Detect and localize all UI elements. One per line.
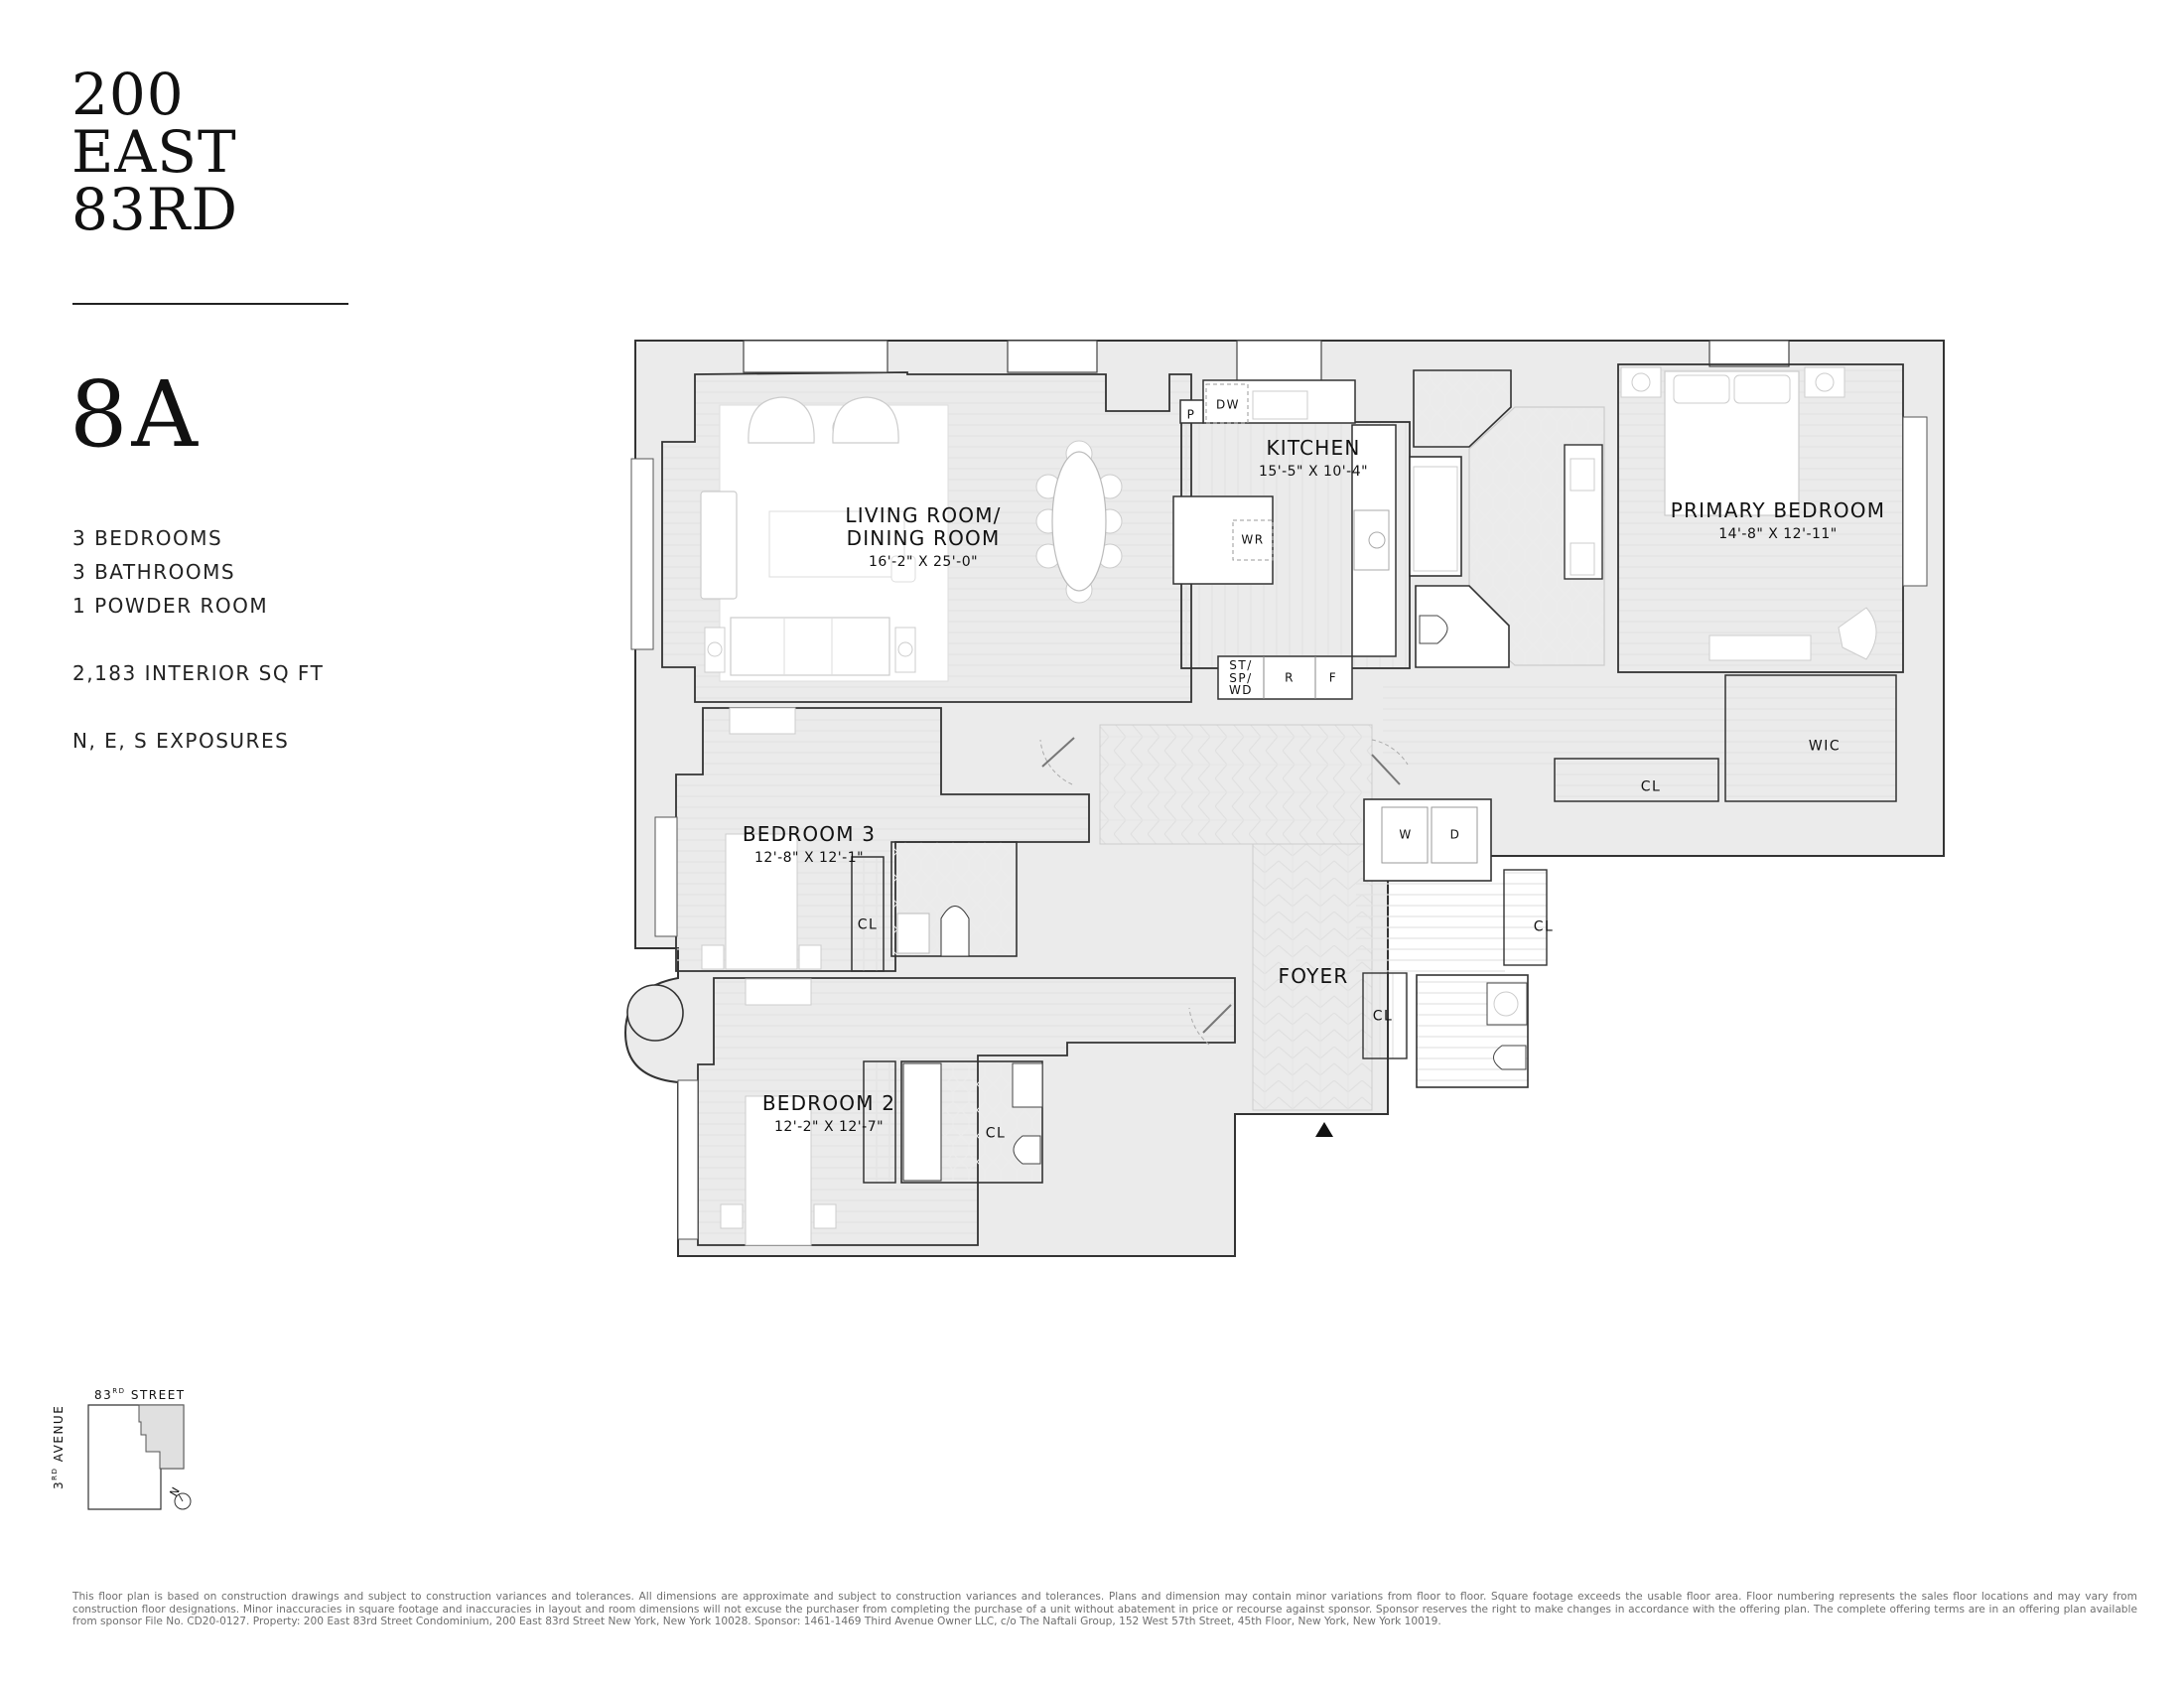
spec-bathrooms: 3 BATHROOMS: [72, 560, 236, 584]
room-dimensions: 14'-8" X 12'-11": [1718, 526, 1838, 542]
legal-disclaimer: This floor plan is based on construction…: [72, 1591, 2137, 1627]
spec-bedrooms: 3 BEDROOMS: [72, 526, 223, 550]
room-name: BEDROOM 2: [761, 1091, 896, 1115]
spec-powder-room: 1 POWDER ROOM: [72, 594, 269, 618]
room-dimensions: 12'-8" X 12'-1": [753, 850, 865, 866]
logo-line-3: 83RD: [71, 176, 238, 243]
room-bedroom-2: BEDROOM 2 12'-2" X 12'-7": [761, 1091, 896, 1136]
room-name: DINING ROOM: [846, 526, 1001, 550]
tag-washer: W: [1399, 827, 1413, 842]
spec-area: 2,183 INTERIOR SQ FT: [72, 661, 325, 685]
room-name: LIVING ROOM/: [845, 503, 1002, 527]
divider-rule: [72, 303, 348, 305]
tag-refrigerator: R: [1285, 670, 1295, 685]
room-name: FOYER: [1278, 964, 1349, 988]
room-dimensions: 12'-2" X 12'-7": [773, 1119, 885, 1135]
room-name: BEDROOM 3: [742, 822, 877, 846]
building-logo: 200 EAST 83RD: [71, 66, 238, 238]
tag-closet-primary: CL: [1640, 778, 1662, 795]
tag-dishwasher: DW: [1215, 397, 1241, 412]
logo-line-2: EAST: [71, 118, 237, 186]
room-foyer: FOYER: [1279, 965, 1349, 988]
key-plan-map: [87, 1404, 192, 1510]
room-name: KITCHEN: [1266, 436, 1361, 460]
room-primary-bedroom: PRIMARY BEDROOM 14'-8" X 12'-11": [1670, 498, 1886, 543]
room-dimensions: 16'-2" X 25'-0": [868, 554, 979, 570]
tag-closet-hall: CL: [1533, 918, 1555, 935]
tag-closet-bedroom-2: CL: [985, 1125, 1007, 1142]
spec-exposures: N, E, S EXPOSURES: [72, 729, 290, 753]
unit-number: 8A: [69, 361, 202, 468]
unit-specs: 3 BEDROOMS 3 BATHROOMS 1 POWDER ROOM 2,1…: [72, 521, 324, 758]
room-living-dining: LIVING ROOM/ DINING ROOM 16'-2" X 25'-0": [845, 503, 1002, 571]
tag-closet-bedroom-3: CL: [857, 916, 879, 933]
tag-closet-foyer: CL: [1372, 1008, 1394, 1025]
tag-dryer: D: [1449, 827, 1461, 842]
tag-pantry: P: [1186, 407, 1196, 422]
logo-line-1: 200: [71, 61, 185, 128]
room-kitchen: KITCHEN 15'-5" X 10'-4": [1258, 436, 1369, 481]
tag-wine-refrigerator: WR: [1241, 532, 1265, 547]
room-name: PRIMARY BEDROOM: [1670, 498, 1886, 522]
keyplan-street-label: 83RD STREET: [94, 1387, 186, 1402]
entry-arrow-icon: [1315, 1122, 1333, 1137]
room-dimensions: 15'-5" X 10'-4": [1258, 464, 1369, 480]
tag-stack-washer-dryer: ST/ SP/ WD: [1228, 658, 1254, 698]
room-bedroom-3: BEDROOM 3 12'-8" X 12'-1": [742, 822, 877, 867]
tag-walk-in-closet: WIC: [1808, 738, 1842, 755]
tag-freezer: F: [1328, 670, 1338, 685]
